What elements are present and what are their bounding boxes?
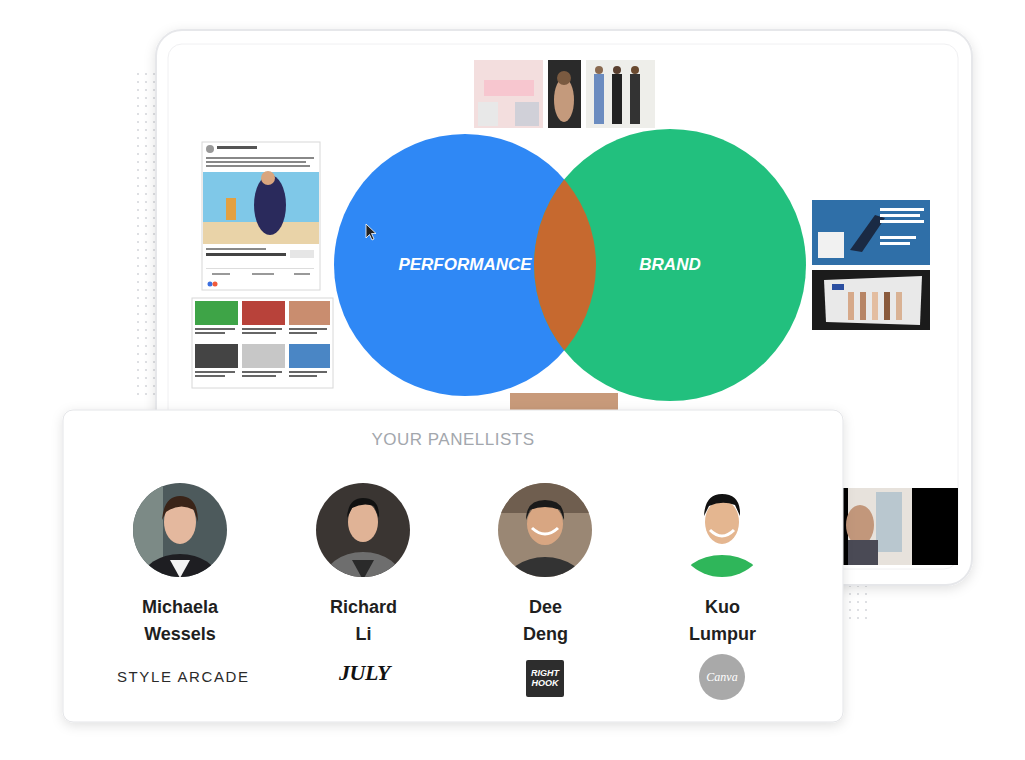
company-logo: STYLE ARCADE	[117, 668, 250, 685]
avatar	[133, 483, 227, 606]
video-thumbnail	[843, 488, 958, 565]
photo-thumbnails	[474, 60, 655, 128]
panellist-name: Michaela Wessels	[142, 594, 218, 648]
dot-pattern	[132, 70, 158, 400]
node-text: YOUR PANELLISTS	[371, 430, 534, 450]
brand-circle: BRAND	[534, 129, 806, 401]
logo-circle: Canva	[699, 654, 745, 700]
avatar	[498, 483, 592, 613]
overlap-fill	[534, 129, 806, 401]
performance-circle: PERFORMANCE	[334, 134, 596, 396]
brand-circle-fill	[534, 129, 806, 401]
avatar	[316, 483, 410, 612]
node-text: Canva	[706, 670, 737, 685]
node-text: PERFORMANCE	[398, 255, 531, 275]
cursor	[366, 224, 376, 240]
avatar	[675, 483, 769, 615]
node-text: RIGHT HOOK	[531, 668, 559, 688]
node-text: BRAND	[639, 255, 700, 275]
news-grid-thumbnail	[192, 298, 333, 388]
social-post-thumbnail	[202, 142, 320, 290]
company-logo: JULY	[339, 660, 390, 686]
panel-card	[63, 410, 843, 722]
panellist-name: Dee Deng	[523, 594, 568, 648]
logo-box: RIGHT HOOK	[526, 660, 564, 697]
ad-thumbnails	[812, 200, 930, 330]
panellist-name: Kuo Lumpur	[689, 594, 756, 648]
panellist-name: Richard Li	[330, 594, 397, 648]
dot-pattern	[842, 585, 870, 621]
photo-thumbnail	[510, 393, 618, 411]
